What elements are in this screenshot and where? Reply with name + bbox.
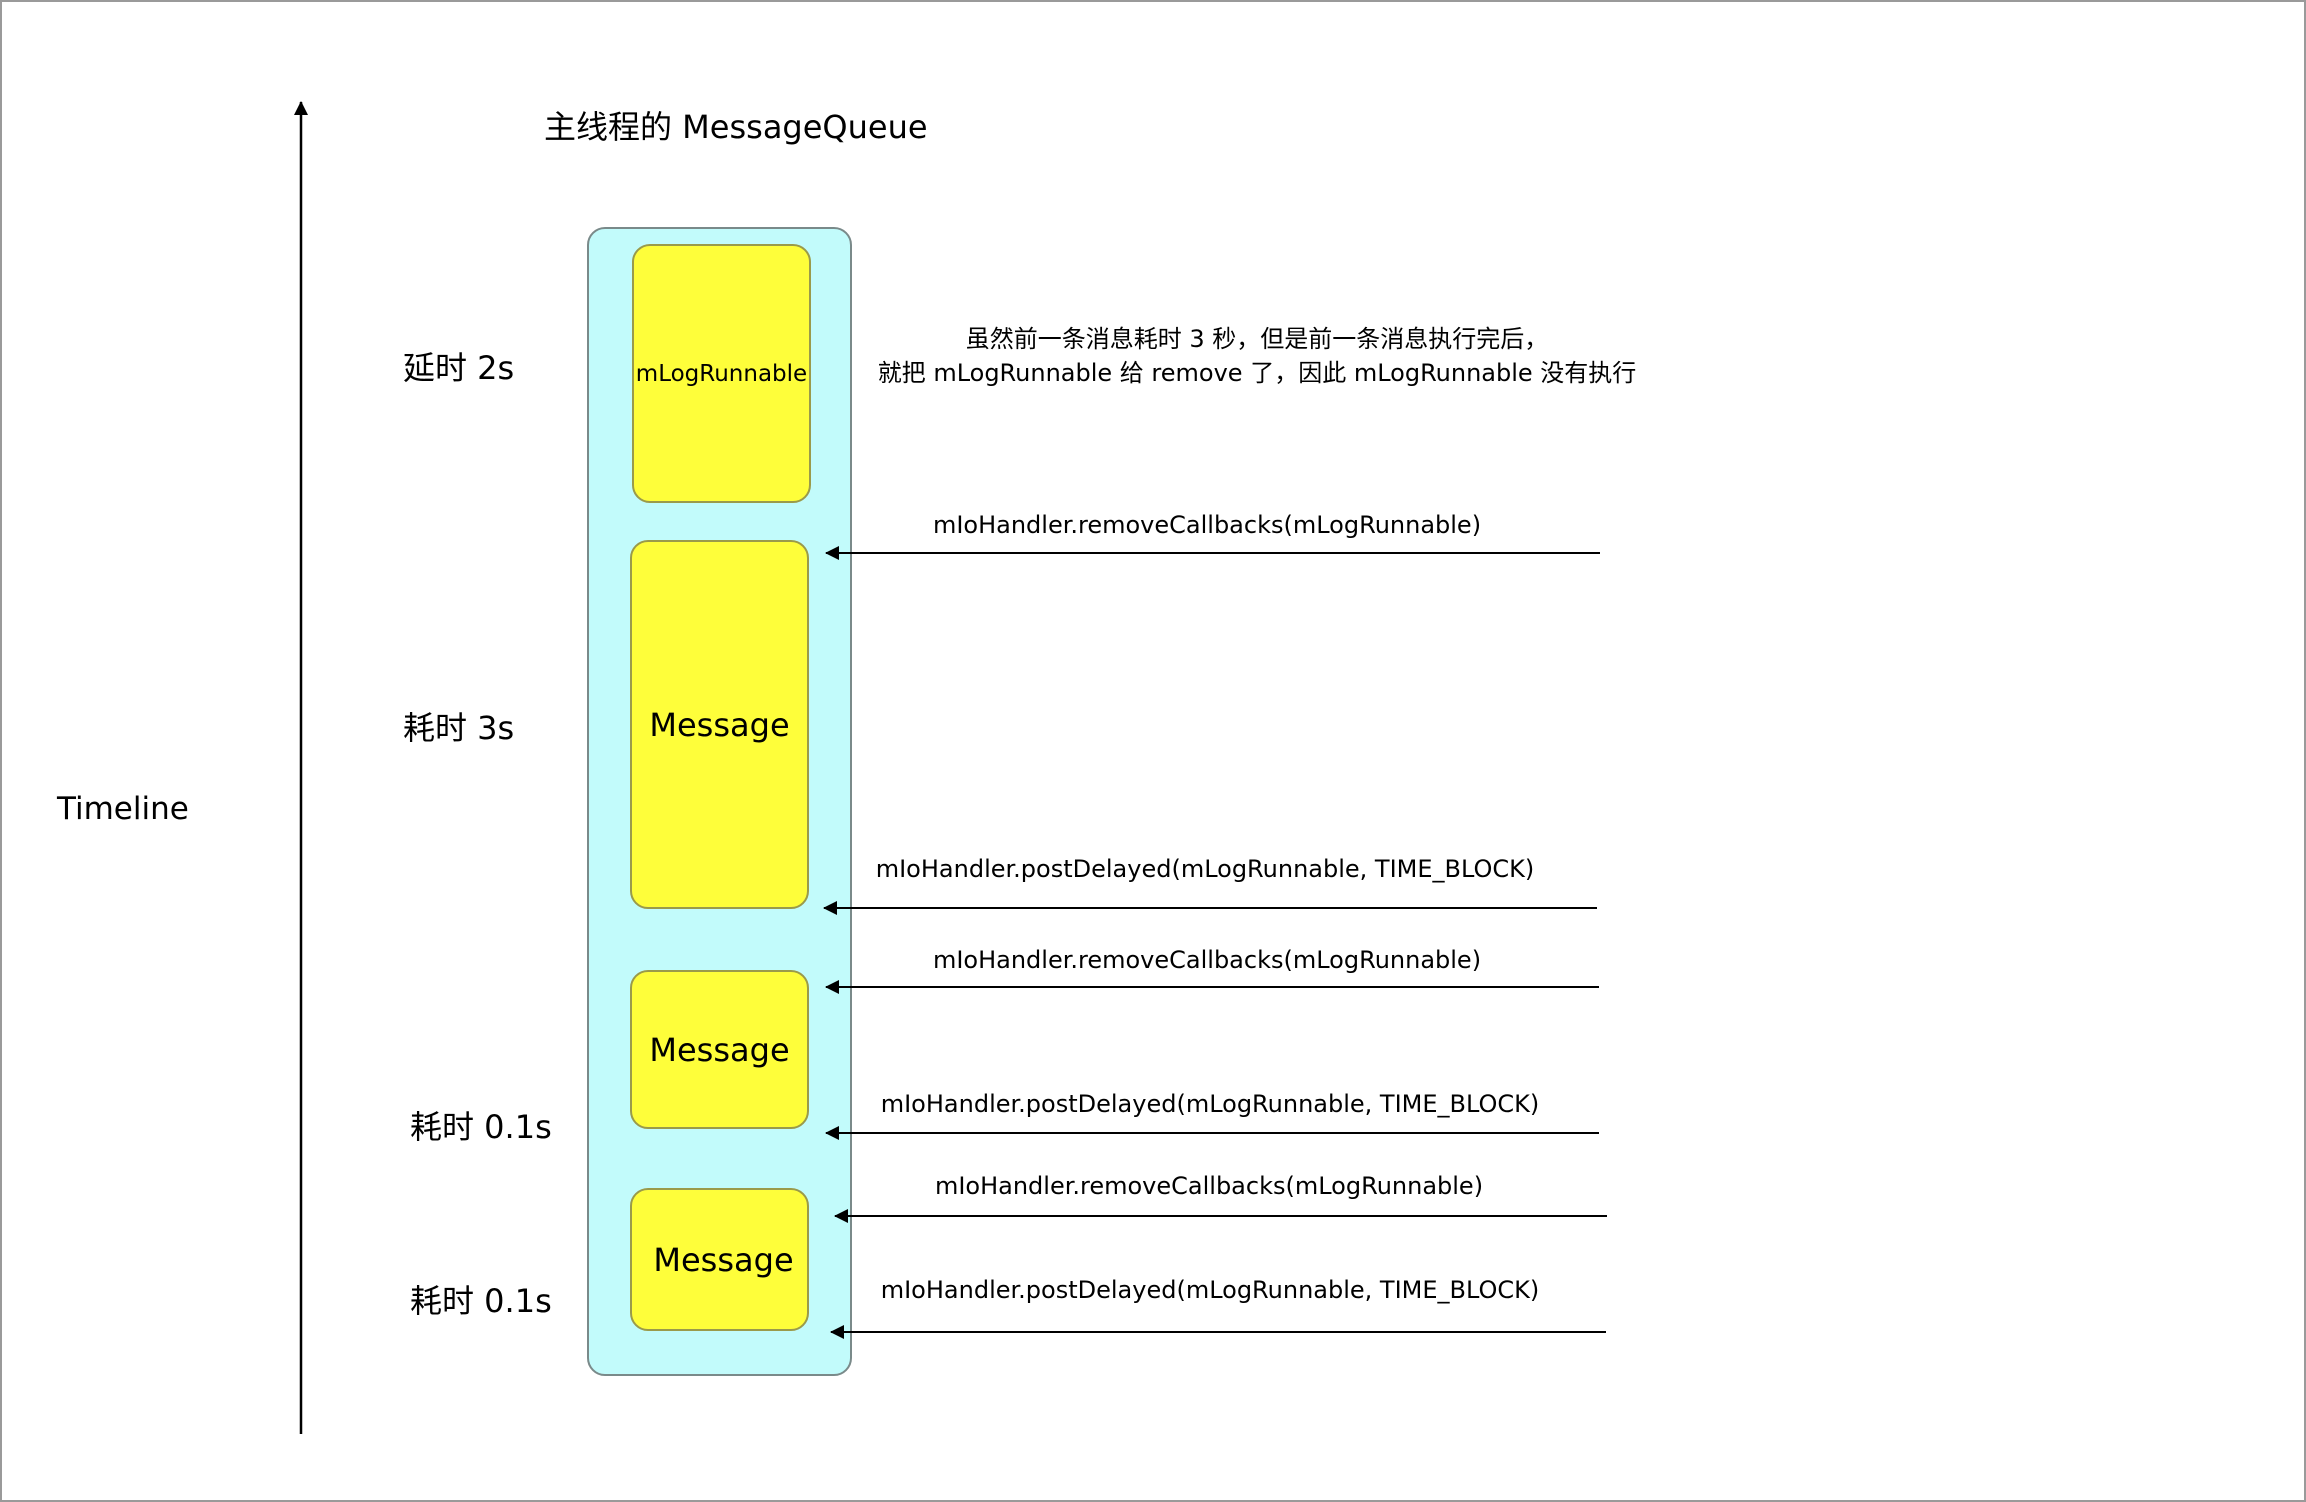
timeline-label: Timeline [57,791,189,827]
note-line-2: 就把 mLogRunnable 给 remove 了，因此 mLogRunnab… [877,359,1637,387]
message-block-short-second: Message [630,1188,809,1331]
message-block-long: Message [630,540,809,909]
duration-label-01s-first: 耗时 0.1s [410,1108,552,1146]
call-label-remove-2: mIoHandler.removeCallbacks(mLogRunnable) [932,946,1482,974]
duration-label-delay: 延时 2s [403,349,515,387]
message-block-short-first: Message [630,970,809,1129]
call-label-remove-3: mIoHandler.removeCallbacks(mLogRunnable) [934,1172,1484,1200]
call-label-post-2: mIoHandler.postDelayed(mLogRunnable, TIM… [880,1090,1540,1118]
call-label-post-3: mIoHandler.postDelayed(mLogRunnable, TIM… [880,1276,1540,1304]
log-runnable-block: mLogRunnable [632,244,811,503]
diagram-title: 主线程的 MessageQueue [544,108,928,146]
explanation-note: 虽然前一条消息耗时 3 秒，但是前一条消息执行完后， 就把 mLogRunnab… [878,322,1637,390]
duration-label-01s-second: 耗时 0.1s [410,1282,552,1320]
duration-label-3s: 耗时 3s [403,709,515,747]
note-line-1: 虽然前一条消息耗时 3 秒，但是前一条消息执行完后， [965,325,1549,353]
call-label-post-1: mIoHandler.postDelayed(mLogRunnable, TIM… [875,855,1535,883]
call-label-remove-1: mIoHandler.removeCallbacks(mLogRunnable) [932,511,1482,539]
